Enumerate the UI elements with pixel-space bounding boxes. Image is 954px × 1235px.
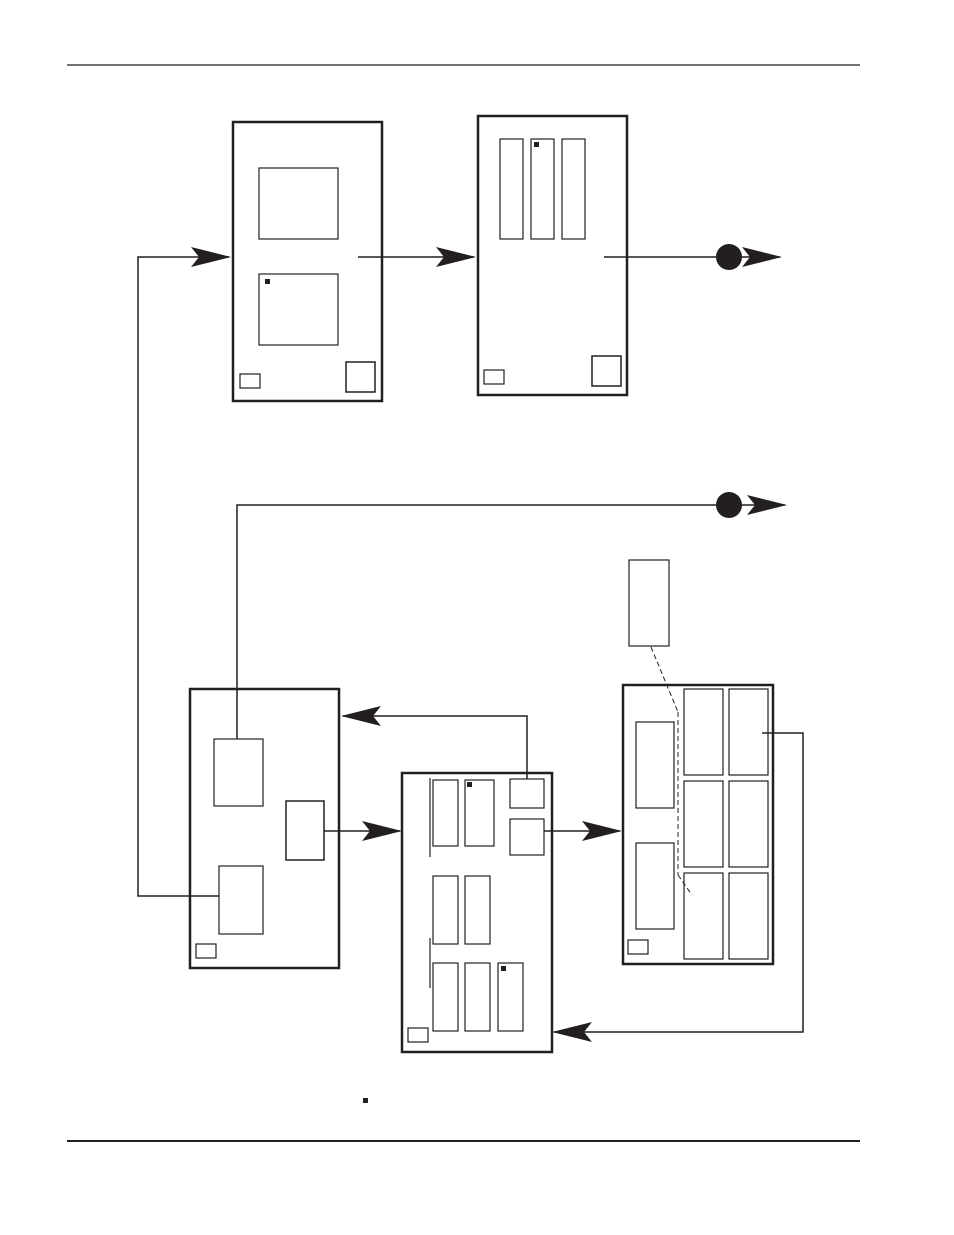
chip xyxy=(258,167,339,240)
chip xyxy=(530,138,555,240)
chip xyxy=(635,721,675,809)
signal-lines xyxy=(137,247,804,1042)
line-lower-left-to-connector xyxy=(236,504,716,739)
chip xyxy=(509,818,545,856)
board-upper-right xyxy=(476,114,629,397)
pin-1-marker xyxy=(534,142,539,147)
chip xyxy=(218,865,264,935)
pin-1-marker xyxy=(501,966,506,971)
insertion-guide xyxy=(677,874,693,896)
connector-upper xyxy=(716,244,742,270)
board-lower-right xyxy=(621,683,775,966)
memory-slot xyxy=(728,688,769,776)
memory-slot xyxy=(683,780,724,868)
board-lower-middle xyxy=(400,771,554,1054)
led-indicator xyxy=(627,939,649,955)
chip xyxy=(258,273,339,346)
chip xyxy=(464,962,491,1032)
led-indicator xyxy=(239,373,261,389)
chip xyxy=(561,138,586,240)
chip xyxy=(499,138,524,240)
switch-component xyxy=(345,361,376,393)
board-lower-left xyxy=(188,687,341,970)
arrow-lower-right-to-lower-middle xyxy=(552,732,804,1042)
chip xyxy=(432,962,459,1032)
led-indicator xyxy=(195,943,217,959)
pin-1-marker xyxy=(467,782,472,787)
chip xyxy=(635,842,675,930)
led-indicator xyxy=(407,1027,429,1043)
arrow-lower-left-to-upper-left xyxy=(137,247,231,897)
insertion-guide xyxy=(650,646,679,713)
led-indicator xyxy=(483,369,505,385)
chip xyxy=(432,875,459,945)
switch-component xyxy=(591,355,622,387)
chip xyxy=(509,778,545,809)
legend-pin-1-marker xyxy=(363,1098,368,1103)
memory-module xyxy=(628,559,693,896)
chip xyxy=(464,779,495,847)
board-upper-left xyxy=(231,120,384,403)
pin-1-marker xyxy=(265,279,270,284)
memory-slot xyxy=(683,872,724,960)
chip xyxy=(285,800,325,861)
chip xyxy=(497,962,524,1032)
memory-slot xyxy=(728,780,769,868)
memory-slot xyxy=(683,688,724,776)
connector-lower xyxy=(716,492,742,518)
arrow-lower-middle-to-lower-left xyxy=(341,706,528,779)
chip xyxy=(464,875,491,945)
chip xyxy=(432,779,459,847)
memory-slot xyxy=(728,872,769,960)
chip xyxy=(213,738,264,807)
